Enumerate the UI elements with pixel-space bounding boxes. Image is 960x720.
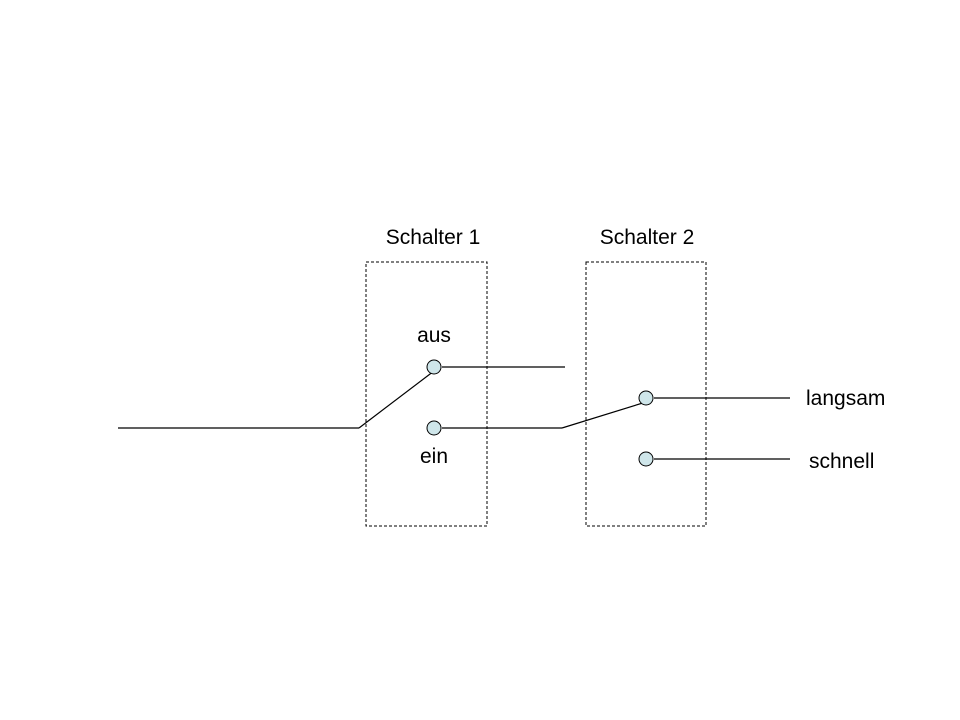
contacts (426, 359, 654, 467)
switch-2-lever (561, 401, 647, 429)
switch-1-lever (358, 370, 435, 429)
switch-2-contact-langsam (638, 390, 654, 406)
switch-2: Schalter 2 (585, 226, 707, 527)
switch-1: Schalter 1 aus ein (365, 226, 488, 527)
switch-2-contact-schnell (638, 451, 654, 467)
switch-1-title: Schalter 1 (386, 226, 481, 249)
switch-1-position-aus-label: aus (417, 324, 451, 347)
switch-1-contact-ein (426, 420, 442, 436)
switch-1-box (365, 261, 488, 527)
wires (118, 366, 790, 460)
output-langsam-label: langsam (806, 387, 885, 410)
switch-1-position-ein-label: ein (420, 445, 448, 468)
switch-1-contact-aus (426, 359, 442, 375)
output-schnell-label: schnell (809, 450, 874, 473)
switch-2-title: Schalter 2 (600, 226, 695, 249)
switch-2-box (585, 261, 707, 527)
